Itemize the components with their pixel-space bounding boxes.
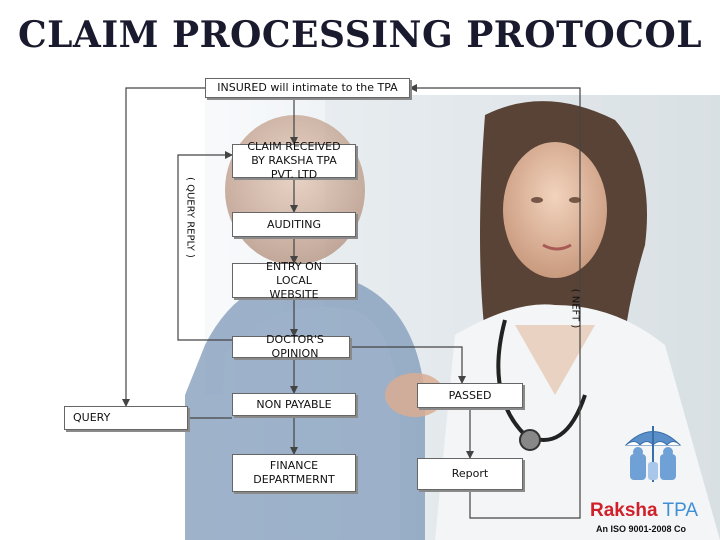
box-query: QUERY — [64, 406, 188, 430]
arrow-doctor-to-passed — [350, 346, 466, 384]
brand-name-raksha: Raksha — [590, 500, 658, 521]
box-non-payable: NON PAYABLE — [232, 393, 356, 416]
label-neft: ( NEFT ) — [569, 288, 581, 329]
label-query-reply: ( QUERY REPLY ) — [184, 177, 196, 258]
box-entry-local-website: ENTRY ON LOCAL WEBSITE — [232, 260, 356, 301]
box-claim-received: CLAIM RECEIVED BY RAKSHA TPA PVT. LTD — [232, 140, 356, 181]
arrow-insured-to-query — [122, 87, 205, 407]
page-title: CLAIM PROCESSING PROTOCOL — [17, 14, 703, 56]
box-insured-intimate: INSURED will intimate to the TPA — [205, 78, 410, 98]
box-finance-department: FINANCE DEPARTMERNT — [232, 454, 356, 492]
brand-tagline: An ISO 9001-2008 Co — [596, 524, 687, 534]
arrow-query-reply-loop — [177, 151, 233, 341]
box-auditing: AUDITING — [232, 212, 356, 237]
box-passed: PASSED — [417, 383, 523, 408]
arrow-report-neft-loop — [409, 84, 581, 519]
box-doctors-opinion: DOCTOR'S OPINION — [232, 333, 350, 360]
box-report: Report — [417, 458, 523, 490]
umbrella-people-logo-icon — [624, 426, 682, 482]
brand-name-tpa: TPA — [662, 500, 699, 521]
brand-name: Raksha TPA — [590, 500, 698, 522]
